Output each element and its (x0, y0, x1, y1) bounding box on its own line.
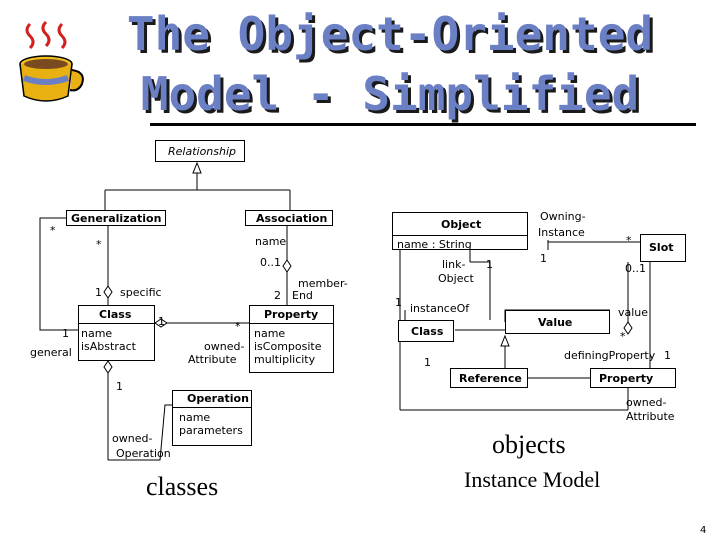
instance-of-role: instanceOf (410, 302, 470, 315)
owning-instance-role-2: Instance (538, 226, 585, 239)
slide-title-line-1: The Object-Oriented (126, 7, 654, 61)
association-attr-name: name (255, 235, 287, 248)
slot-owning-mult-star: * (626, 234, 632, 247)
class-attr-isabstract: isAbstract (81, 340, 136, 353)
reference-label: Reference (459, 372, 522, 385)
instance-class-label: Class (411, 325, 444, 338)
object-attr-name: name : String (397, 238, 472, 251)
relationship-label: Relationship (168, 145, 237, 158)
generalization-class-box: Generalization (66, 210, 166, 226)
owned-attribute-role-1: owned- (204, 340, 245, 353)
objects-caption: objects (492, 430, 566, 459)
owning-instance-mult-one: 1 (540, 252, 547, 265)
page-number: 4 (700, 525, 707, 536)
link-object-mult-one: 1 (486, 258, 493, 271)
specific-role: specific (120, 286, 162, 299)
generalization-label: Generalization (71, 212, 162, 225)
value-role: value (618, 306, 649, 319)
owning-instance-role-1: Owning- (540, 210, 586, 223)
owned-attribute-mult-one: 1 (158, 315, 165, 328)
operation-attr-parameters: parameters (179, 424, 243, 437)
association-mult-zero-one: 0..1 (260, 256, 281, 269)
reference-class-box: Reference (450, 368, 528, 388)
general-role: general (30, 346, 72, 359)
slot-mult-zero-one: 0..1 (625, 262, 646, 275)
coffee-cup-icon (19, 20, 84, 102)
operation-attr-name: name (179, 411, 211, 424)
value-label: Value (538, 316, 573, 329)
instance-class-mult-one: 1 (424, 356, 431, 369)
association-class-box: Association (245, 210, 333, 226)
defining-property-role: definingProperty (564, 349, 656, 362)
specific-mult-one: 1 (95, 286, 102, 299)
object-class-box: Object name : String (392, 212, 528, 251)
value-mult-star: * (620, 330, 626, 343)
class-label: Class (99, 308, 132, 321)
slot-class-box: Slot (640, 234, 686, 262)
property-label: Property (264, 308, 319, 321)
link-object-role-2: Object (438, 272, 474, 285)
defining-property-mult-one: 1 (664, 349, 671, 362)
instance-class-box: Class (398, 320, 454, 342)
property-class-box: Property name isComposite multiplicity (249, 305, 334, 373)
relationship-class-box: Relationship (155, 140, 245, 162)
classes-caption: classes (146, 472, 219, 501)
link-object-role-1: link- (442, 258, 466, 271)
value-class-box: Value (505, 310, 610, 334)
property-attr-multiplicity: multiplicity (254, 353, 316, 366)
operation-label: Operation (187, 392, 249, 405)
owned-attribute-mult-star: * (235, 320, 241, 333)
owned-operation-role-2: Operation (116, 447, 171, 460)
instance-property-class-box: Property (590, 368, 676, 388)
owned-operation-mult-one: 1 (116, 380, 123, 393)
instance-owned-attribute-role-2: Attribute (626, 410, 675, 423)
owned-operation-role-1: owned- (112, 432, 153, 445)
owned-attribute-role-2: Attribute (188, 353, 237, 366)
member-end-role-1: member- (298, 277, 348, 290)
instance-property-label: Property (599, 372, 654, 385)
member-end-role-2: End (292, 289, 313, 302)
general-multiplicity: * (50, 224, 56, 237)
class-attr-name: name (81, 327, 113, 340)
instance-of-mult-one: 1 (395, 296, 402, 309)
property-attr-iscomposite: isComposite (254, 340, 322, 353)
slide-title-line-2: Model - Simplified (140, 67, 640, 121)
generalization-star-mult: * (96, 238, 102, 251)
member-end-mult-two: 2 (274, 289, 281, 302)
general-mult-one: 1 (62, 327, 69, 340)
operation-class-box: Operation name parameters (172, 390, 252, 446)
property-attr-name: name (254, 327, 286, 340)
title-rule (150, 123, 696, 126)
instance-owned-attribute-role-1: owned- (626, 396, 667, 409)
association-label: Association (256, 212, 328, 225)
slot-label: Slot (649, 241, 674, 254)
object-label: Object (441, 218, 482, 231)
instance-model-caption: Instance Model (464, 467, 601, 492)
class-class-box: Class name isAbstract (78, 305, 155, 361)
